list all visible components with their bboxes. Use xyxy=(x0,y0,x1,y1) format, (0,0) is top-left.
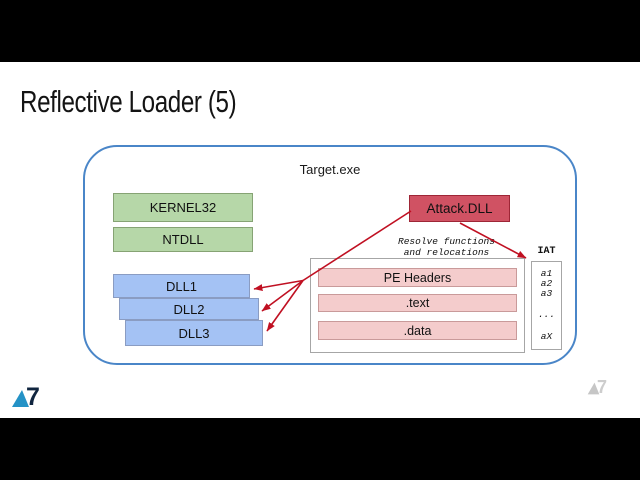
letterbox-top xyxy=(0,0,640,62)
iat-entry: a1 xyxy=(540,268,553,279)
dll3-box: DLL3 xyxy=(125,320,263,346)
annotation-line: Resolve functions xyxy=(398,236,495,247)
data-section-box: .data xyxy=(318,321,517,340)
iat-entry: ... xyxy=(537,309,556,320)
rapid7-seven: 7 xyxy=(26,383,40,411)
annotation-line: and relocations xyxy=(403,247,490,258)
ntdll-box: NTDLL xyxy=(113,227,253,252)
annotation-resolve-functions: Resolve functions and relocations xyxy=(384,236,509,258)
iat-entry: aX xyxy=(540,331,553,342)
pe-headers-box: PE Headers xyxy=(318,268,517,287)
page-title: Reflective Loader (5) xyxy=(20,84,237,119)
dll2-box: DLL2 xyxy=(119,298,259,320)
kernel32-box: KERNEL32 xyxy=(113,193,253,222)
iat-entry: a2 xyxy=(540,278,553,289)
attack-dll-box: Attack.DLL xyxy=(409,195,510,222)
rapid7-triangle-icon xyxy=(12,390,29,407)
rapid7-watermark-logo: 7 xyxy=(587,377,607,397)
rapid7-triangle-icon xyxy=(587,382,600,395)
dll1-box: DLL1 xyxy=(113,274,250,298)
iat-entry: a3 xyxy=(540,288,553,299)
rapid7-logo: 7 xyxy=(11,383,40,411)
text-section-box: .text xyxy=(318,294,517,312)
iat-box: a1 a2 a3 ... aX xyxy=(531,261,562,350)
letterbox-bottom xyxy=(0,418,640,480)
target-exe-label: Target.exe xyxy=(299,162,361,177)
slide: Reflective Loader (5) Target.exe KERNEL3… xyxy=(0,62,640,418)
iat-label: IAT xyxy=(537,246,556,257)
rapid7-seven: 7 xyxy=(597,377,607,397)
